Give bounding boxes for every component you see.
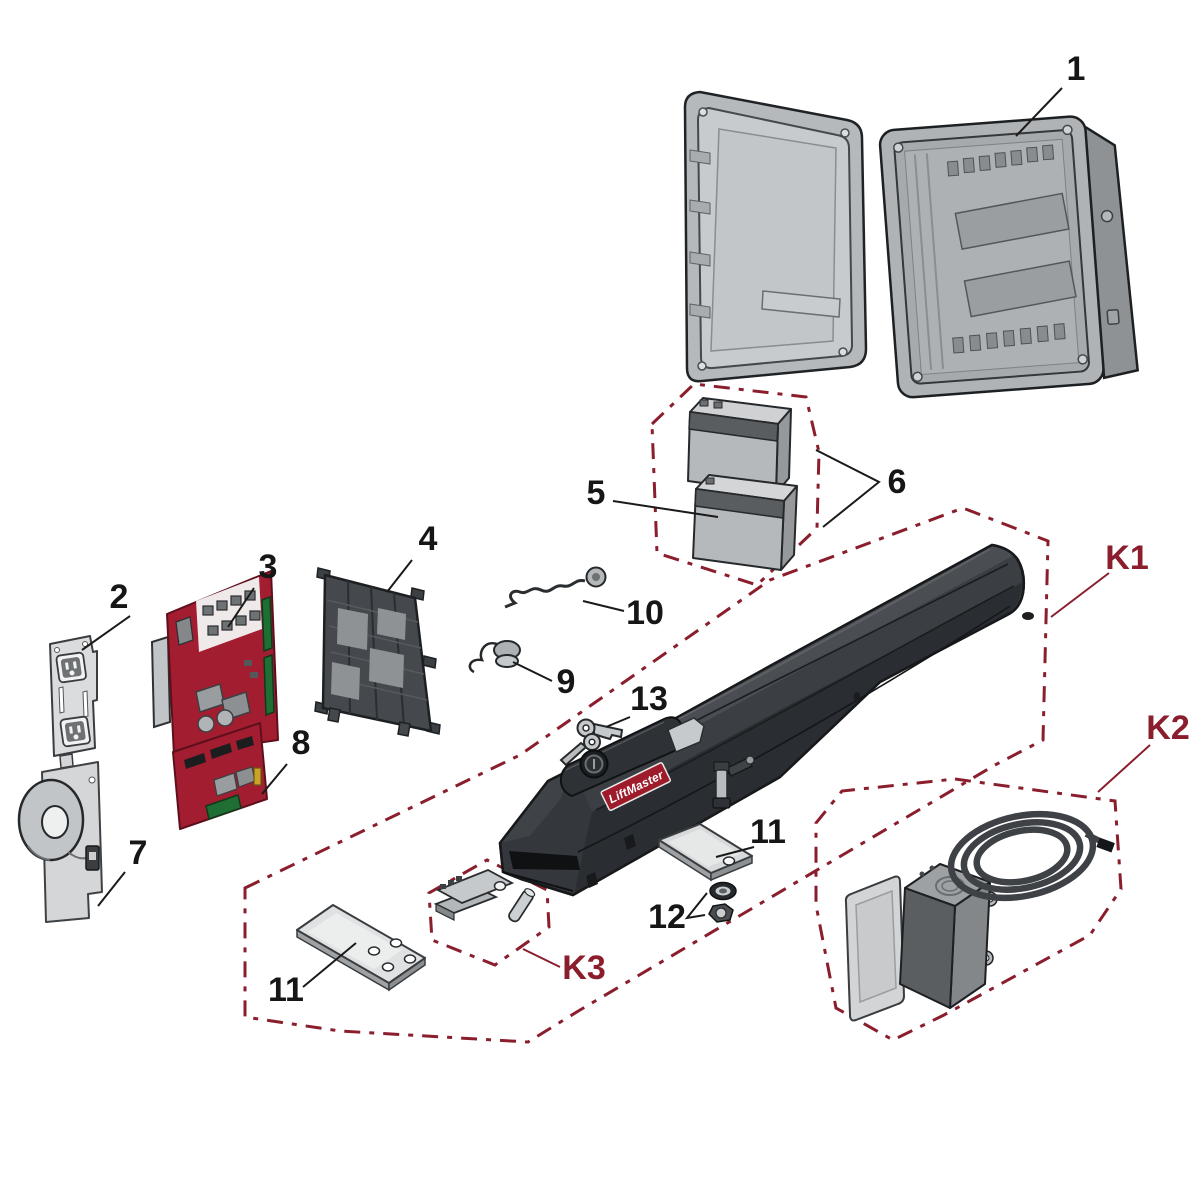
box-side-knockout xyxy=(1100,209,1114,223)
board-edge-connector xyxy=(263,653,275,717)
callout-1: 1 xyxy=(1067,50,1086,88)
callout-5: 5 xyxy=(587,474,606,512)
callout-2: 2 xyxy=(110,578,129,616)
box-shelf xyxy=(963,260,1077,318)
kit-label-k1: K1 xyxy=(1105,539,1148,577)
callout-leader-lines xyxy=(81,87,1063,988)
junction-box xyxy=(899,863,998,1009)
control-board xyxy=(150,570,279,756)
kit-k2-outline xyxy=(814,777,1123,1042)
enclosure-lid xyxy=(683,90,868,383)
battery-upper xyxy=(687,397,792,494)
bracket-plate-upper xyxy=(658,823,753,882)
callout-10: 10 xyxy=(626,594,664,632)
box-connector-teeth-top xyxy=(946,144,1055,177)
clevis-pin xyxy=(508,888,536,923)
outlet-plate xyxy=(49,635,98,769)
callout-11a: 11 xyxy=(750,813,786,851)
battery-kit-outline xyxy=(650,382,821,587)
kit-k1-outline xyxy=(243,506,1050,1044)
kit-labels: K1 K2 K3 xyxy=(562,539,1189,987)
lid-hinge-ribs xyxy=(689,149,711,319)
callout-4: 4 xyxy=(419,520,438,558)
board-terminal xyxy=(205,794,242,820)
bracket-plate-lower xyxy=(296,904,426,992)
gasket-pad xyxy=(844,875,905,1022)
box-shelf xyxy=(954,192,1070,250)
panel-recess-patches xyxy=(331,608,406,700)
callout-13: 13 xyxy=(630,680,668,718)
callout-12: 12 xyxy=(648,898,686,936)
kit-leader-lines xyxy=(522,572,1151,968)
board-edge-connector xyxy=(261,595,273,653)
box-screws xyxy=(893,124,1088,383)
enclosure-box xyxy=(878,115,1140,399)
lid-screws xyxy=(697,107,850,371)
keys xyxy=(559,718,624,767)
power-cable xyxy=(504,566,607,609)
clevis-latch xyxy=(433,869,515,921)
arm-fork-slot xyxy=(509,851,580,870)
kit-label-k2: K2 xyxy=(1146,709,1189,747)
box-connector-teeth-bottom xyxy=(952,323,1066,354)
arm-lock-cover xyxy=(559,716,685,797)
cable-coil xyxy=(947,810,1115,902)
kit-k3-outline xyxy=(427,858,551,967)
washer-and-nut xyxy=(708,881,737,923)
arm-release-clip xyxy=(667,717,705,753)
callout-9: 9 xyxy=(557,663,576,701)
grommet xyxy=(468,640,521,674)
arm-mounting-bolt xyxy=(712,755,755,809)
callout-3: 3 xyxy=(259,548,278,586)
cable-connector-tip xyxy=(1096,837,1115,853)
expansion-board xyxy=(172,722,268,830)
callout-8: 8 xyxy=(292,724,311,762)
callout-6: 6 xyxy=(888,463,907,501)
outlet-socket xyxy=(55,651,87,684)
callout-labels: 1 2 3 4 5 6 7 8 9 10 11 11 12 13 xyxy=(110,50,1086,1009)
callout-11b: 11 xyxy=(268,971,304,1009)
callout-7: 7 xyxy=(129,834,148,872)
actuator-arm: LiftMaster xyxy=(498,543,1034,897)
outlet-socket xyxy=(59,715,91,748)
board-headers xyxy=(184,736,254,769)
battery-lower xyxy=(692,474,798,571)
mounting-panel xyxy=(314,567,441,737)
kit-label-k3: K3 xyxy=(562,949,605,987)
transformer-assembly xyxy=(17,761,103,923)
board-relays xyxy=(195,660,258,733)
